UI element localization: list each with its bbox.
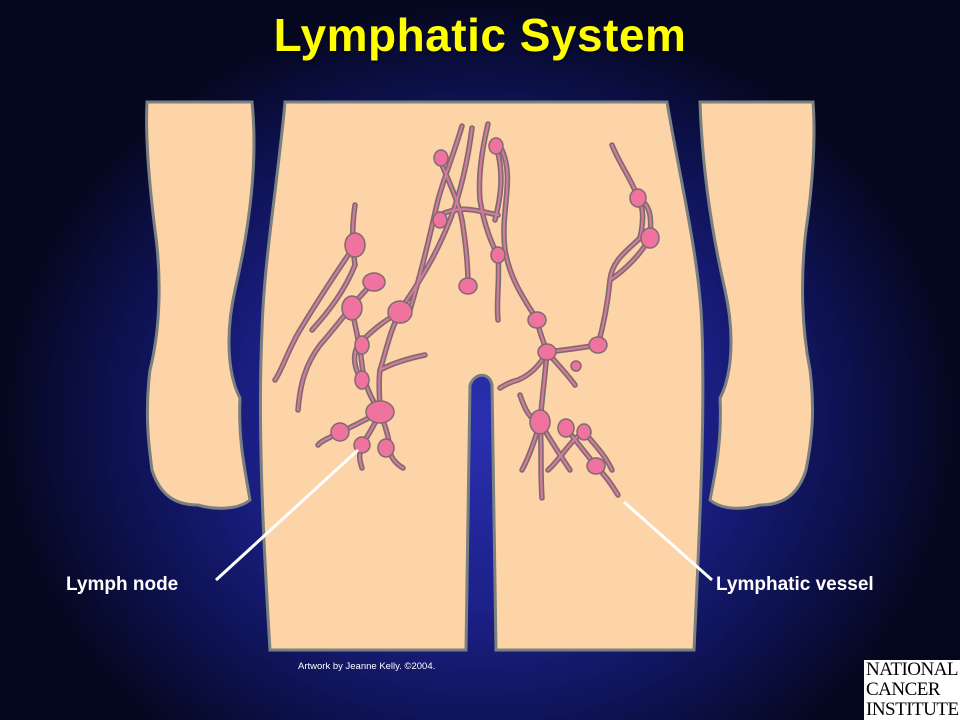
logo-line-institute: INSTITUTE xyxy=(866,699,959,720)
lymph-node xyxy=(341,295,363,321)
artwork-credit: Artwork by Jeanne Kelly. ©2004. xyxy=(298,661,436,672)
lymphatic-vessel-label: Lymphatic vessel xyxy=(716,574,874,595)
lymph-node xyxy=(488,137,504,155)
logo-line-cancer: CANCER xyxy=(866,679,941,700)
lymph-node xyxy=(365,400,395,424)
lymph-node xyxy=(432,211,448,229)
lymph-node-leader-line xyxy=(214,448,360,582)
lymph-node xyxy=(640,227,660,249)
logo-line-national: NATIONAL xyxy=(866,660,959,680)
lymphatic-vessel-leader-line xyxy=(623,500,713,582)
lymph-node xyxy=(330,422,350,442)
lymph-node xyxy=(537,343,557,361)
lymph-node xyxy=(557,418,575,438)
lymph-node xyxy=(458,277,478,295)
lymphatic-vessels xyxy=(272,121,654,501)
lymph-node xyxy=(490,246,506,264)
lymph-node xyxy=(344,232,366,258)
left-arm xyxy=(145,100,256,510)
lymph-nodes xyxy=(330,137,660,475)
lymph-node xyxy=(433,149,449,167)
lymph-node xyxy=(362,272,386,292)
lymph-node xyxy=(570,360,582,372)
lymph-node xyxy=(629,188,647,208)
lymph-node xyxy=(586,457,606,475)
lymph-node xyxy=(354,335,370,355)
lymph-node-label: Lymph node xyxy=(66,574,179,595)
lymph-node xyxy=(588,336,608,354)
right-arm xyxy=(698,100,816,510)
lymph-node xyxy=(354,370,370,390)
lymph-node xyxy=(387,300,413,324)
hips xyxy=(258,100,705,652)
lymph-node xyxy=(377,438,395,458)
lymph-node xyxy=(353,436,371,454)
nci-logo: NATIONAL CANCER INSTITUTE xyxy=(864,660,960,720)
slide-title: Lymphatic System xyxy=(273,9,687,61)
lymph-node xyxy=(527,311,547,329)
lymph-node xyxy=(529,409,551,435)
lymph-node xyxy=(576,423,592,441)
